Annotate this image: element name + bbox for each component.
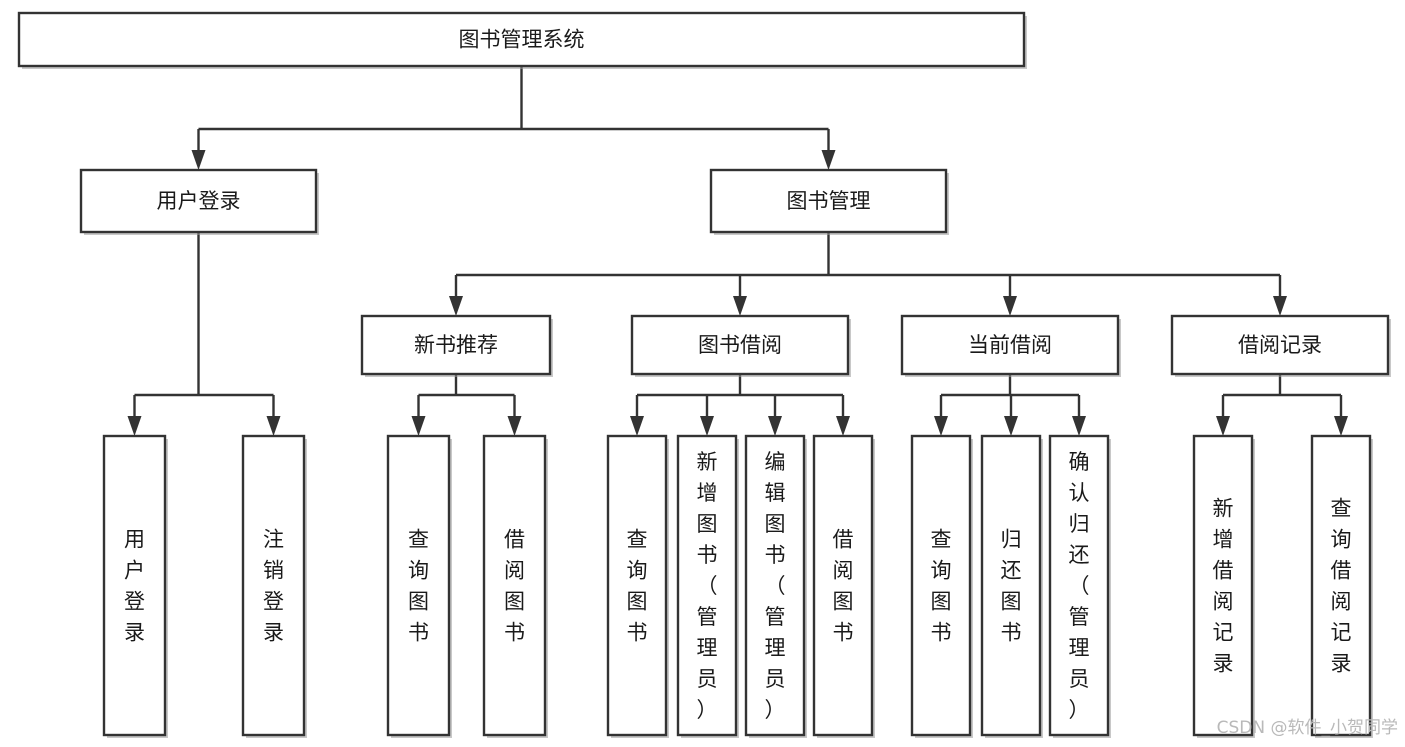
node-box-leaf-query-book-3[interactable] (910, 434, 972, 737)
connector-group-user-login (127, 232, 281, 436)
connector-layer (127, 66, 1348, 436)
connector-arrowhead (507, 416, 522, 436)
connector-group-current-borrow (934, 374, 1086, 436)
node-root[interactable]: 图书管理系统 (17, 11, 1027, 69)
node-box-current-borrow[interactable] (900, 314, 1120, 376)
node-box-leaf-return-book[interactable] (980, 434, 1042, 737)
connector-group-new-book-rec (411, 374, 522, 436)
node-box-user-login[interactable] (79, 168, 318, 234)
node-leaf-query-book-1[interactable]: 查询图书 (386, 434, 452, 738)
node-label-leaf-confirm-return: 确认归还（管理员） (1069, 450, 1090, 722)
connector-arrowhead (768, 416, 782, 436)
connector-group-root (191, 66, 836, 170)
node-box-book-borrow[interactable] (630, 314, 850, 376)
connector-arrowhead (700, 416, 714, 436)
connector-arrowhead (1273, 296, 1287, 316)
node-label-leaf-query-book-2: 查询图书 (627, 528, 648, 645)
node-leaf-add-book[interactable]: 新增图书（管理员） (676, 434, 739, 738)
node-box-leaf-query-book-2[interactable] (606, 434, 668, 737)
connector-arrowhead (1072, 416, 1086, 436)
connector-arrowhead (1003, 296, 1017, 316)
node-leaf-add-record[interactable]: 新增借阅记录 (1192, 434, 1255, 738)
node-leaf-user-logout[interactable]: 注销登录 (241, 434, 307, 738)
node-leaf-user-login[interactable]: 用户登录 (102, 434, 168, 738)
connector-arrowhead (836, 416, 850, 436)
connector-group-book-manage (449, 232, 1287, 316)
node-label-book-manage: 图书管理 (787, 189, 871, 213)
node-box-leaf-borrow-book-1[interactable] (482, 434, 547, 737)
connector-arrowhead (127, 416, 142, 436)
node-label-user-login: 用户登录 (157, 189, 241, 213)
node-box-root[interactable] (17, 11, 1026, 68)
node-label-borrow-record: 借阅记录 (1238, 333, 1322, 357)
node-leaf-query-record[interactable]: 查询借阅记录 (1310, 434, 1373, 738)
node-label-leaf-edit-book: 编辑图书（管理员） (765, 450, 786, 722)
connector-arrowhead (733, 296, 747, 316)
node-leaf-query-book-3[interactable]: 查询图书 (910, 434, 973, 738)
node-user-login[interactable]: 用户登录 (79, 168, 319, 235)
node-label-current-borrow: 当前借阅 (968, 333, 1052, 357)
connector-arrowhead (1334, 416, 1348, 436)
node-label-book-borrow: 图书借阅 (698, 333, 782, 357)
connector-arrowhead (821, 150, 836, 170)
node-box-leaf-edit-book[interactable] (744, 434, 806, 737)
node-layer: 图书管理系统用户登录图书管理新书推荐图书借阅当前借阅借阅记录用户登录注销登录查询… (17, 11, 1391, 738)
csdn-watermark: CSDN @软件_小贺同学 (1217, 718, 1398, 738)
connector-arrowhead (630, 416, 644, 436)
node-box-leaf-confirm-return[interactable] (1048, 434, 1110, 737)
node-leaf-query-book-2[interactable]: 查询图书 (606, 434, 669, 738)
node-box-leaf-add-book[interactable] (676, 434, 738, 737)
node-label-leaf-query-book-3: 查询图书 (931, 528, 952, 645)
node-box-leaf-user-login[interactable] (102, 434, 167, 737)
connector-arrowhead (449, 296, 463, 316)
node-leaf-borrow-book-2[interactable]: 借阅图书 (812, 434, 875, 738)
node-box-borrow-record[interactable] (1170, 314, 1390, 376)
node-label-leaf-borrow-book-2: 借阅图书 (833, 528, 854, 645)
node-leaf-edit-book[interactable]: 编辑图书（管理员） (744, 434, 807, 738)
node-book-borrow[interactable]: 图书借阅 (630, 314, 851, 377)
connector-arrowhead (191, 150, 206, 170)
node-label-leaf-query-book-1: 查询图书 (408, 528, 429, 645)
node-label-leaf-query-record: 查询借阅记录 (1331, 497, 1352, 676)
node-box-leaf-query-record[interactable] (1310, 434, 1372, 737)
node-leaf-return-book[interactable]: 归还图书 (980, 434, 1043, 738)
node-box-leaf-borrow-book-2[interactable] (812, 434, 874, 737)
node-new-book-rec[interactable]: 新书推荐 (360, 314, 553, 377)
node-box-book-manage[interactable] (709, 168, 948, 234)
node-box-new-book-rec[interactable] (360, 314, 552, 376)
node-book-manage[interactable]: 图书管理 (709, 168, 949, 235)
node-label-leaf-return-book: 归还图书 (1001, 528, 1022, 645)
connector-arrowhead (934, 416, 948, 436)
node-label-leaf-user-login: 用户登录 (124, 528, 145, 645)
node-current-borrow[interactable]: 当前借阅 (900, 314, 1121, 377)
node-label-new-book-rec: 新书推荐 (414, 333, 498, 357)
connector-arrowhead (411, 416, 426, 436)
connector-group-borrow-record (1216, 374, 1348, 436)
node-label-leaf-user-logout: 注销登录 (263, 528, 284, 645)
node-borrow-record[interactable]: 借阅记录 (1170, 314, 1391, 377)
connector-group-book-borrow (630, 374, 850, 436)
connector-arrowhead (1004, 416, 1018, 436)
node-box-leaf-query-book-1[interactable] (386, 434, 451, 737)
connector-arrowhead (266, 416, 281, 436)
node-box-leaf-user-logout[interactable] (241, 434, 306, 737)
node-label-root: 图书管理系统 (459, 28, 585, 52)
node-leaf-confirm-return[interactable]: 确认归还（管理员） (1048, 434, 1111, 738)
node-label-leaf-add-book: 新增图书（管理员） (697, 450, 718, 722)
node-box-leaf-add-record[interactable] (1192, 434, 1254, 737)
node-label-leaf-borrow-book-1: 借阅图书 (504, 528, 525, 645)
node-label-leaf-add-record: 新增借阅记录 (1213, 497, 1234, 676)
node-leaf-borrow-book-1[interactable]: 借阅图书 (482, 434, 548, 738)
connector-arrowhead (1216, 416, 1230, 436)
